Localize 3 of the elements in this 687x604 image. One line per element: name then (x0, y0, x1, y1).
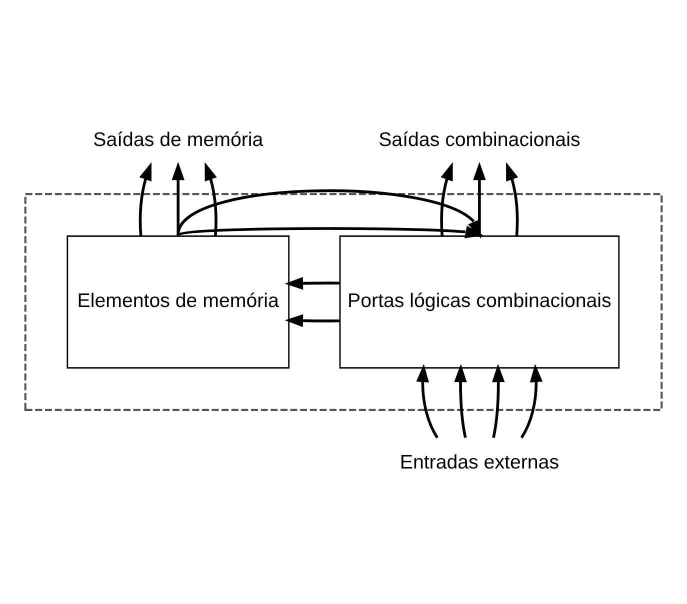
node-text: Saídas combinacionais (378, 129, 580, 152)
node-text: Entradas externas (400, 451, 560, 474)
node-text: Saídas de memória (93, 129, 264, 152)
